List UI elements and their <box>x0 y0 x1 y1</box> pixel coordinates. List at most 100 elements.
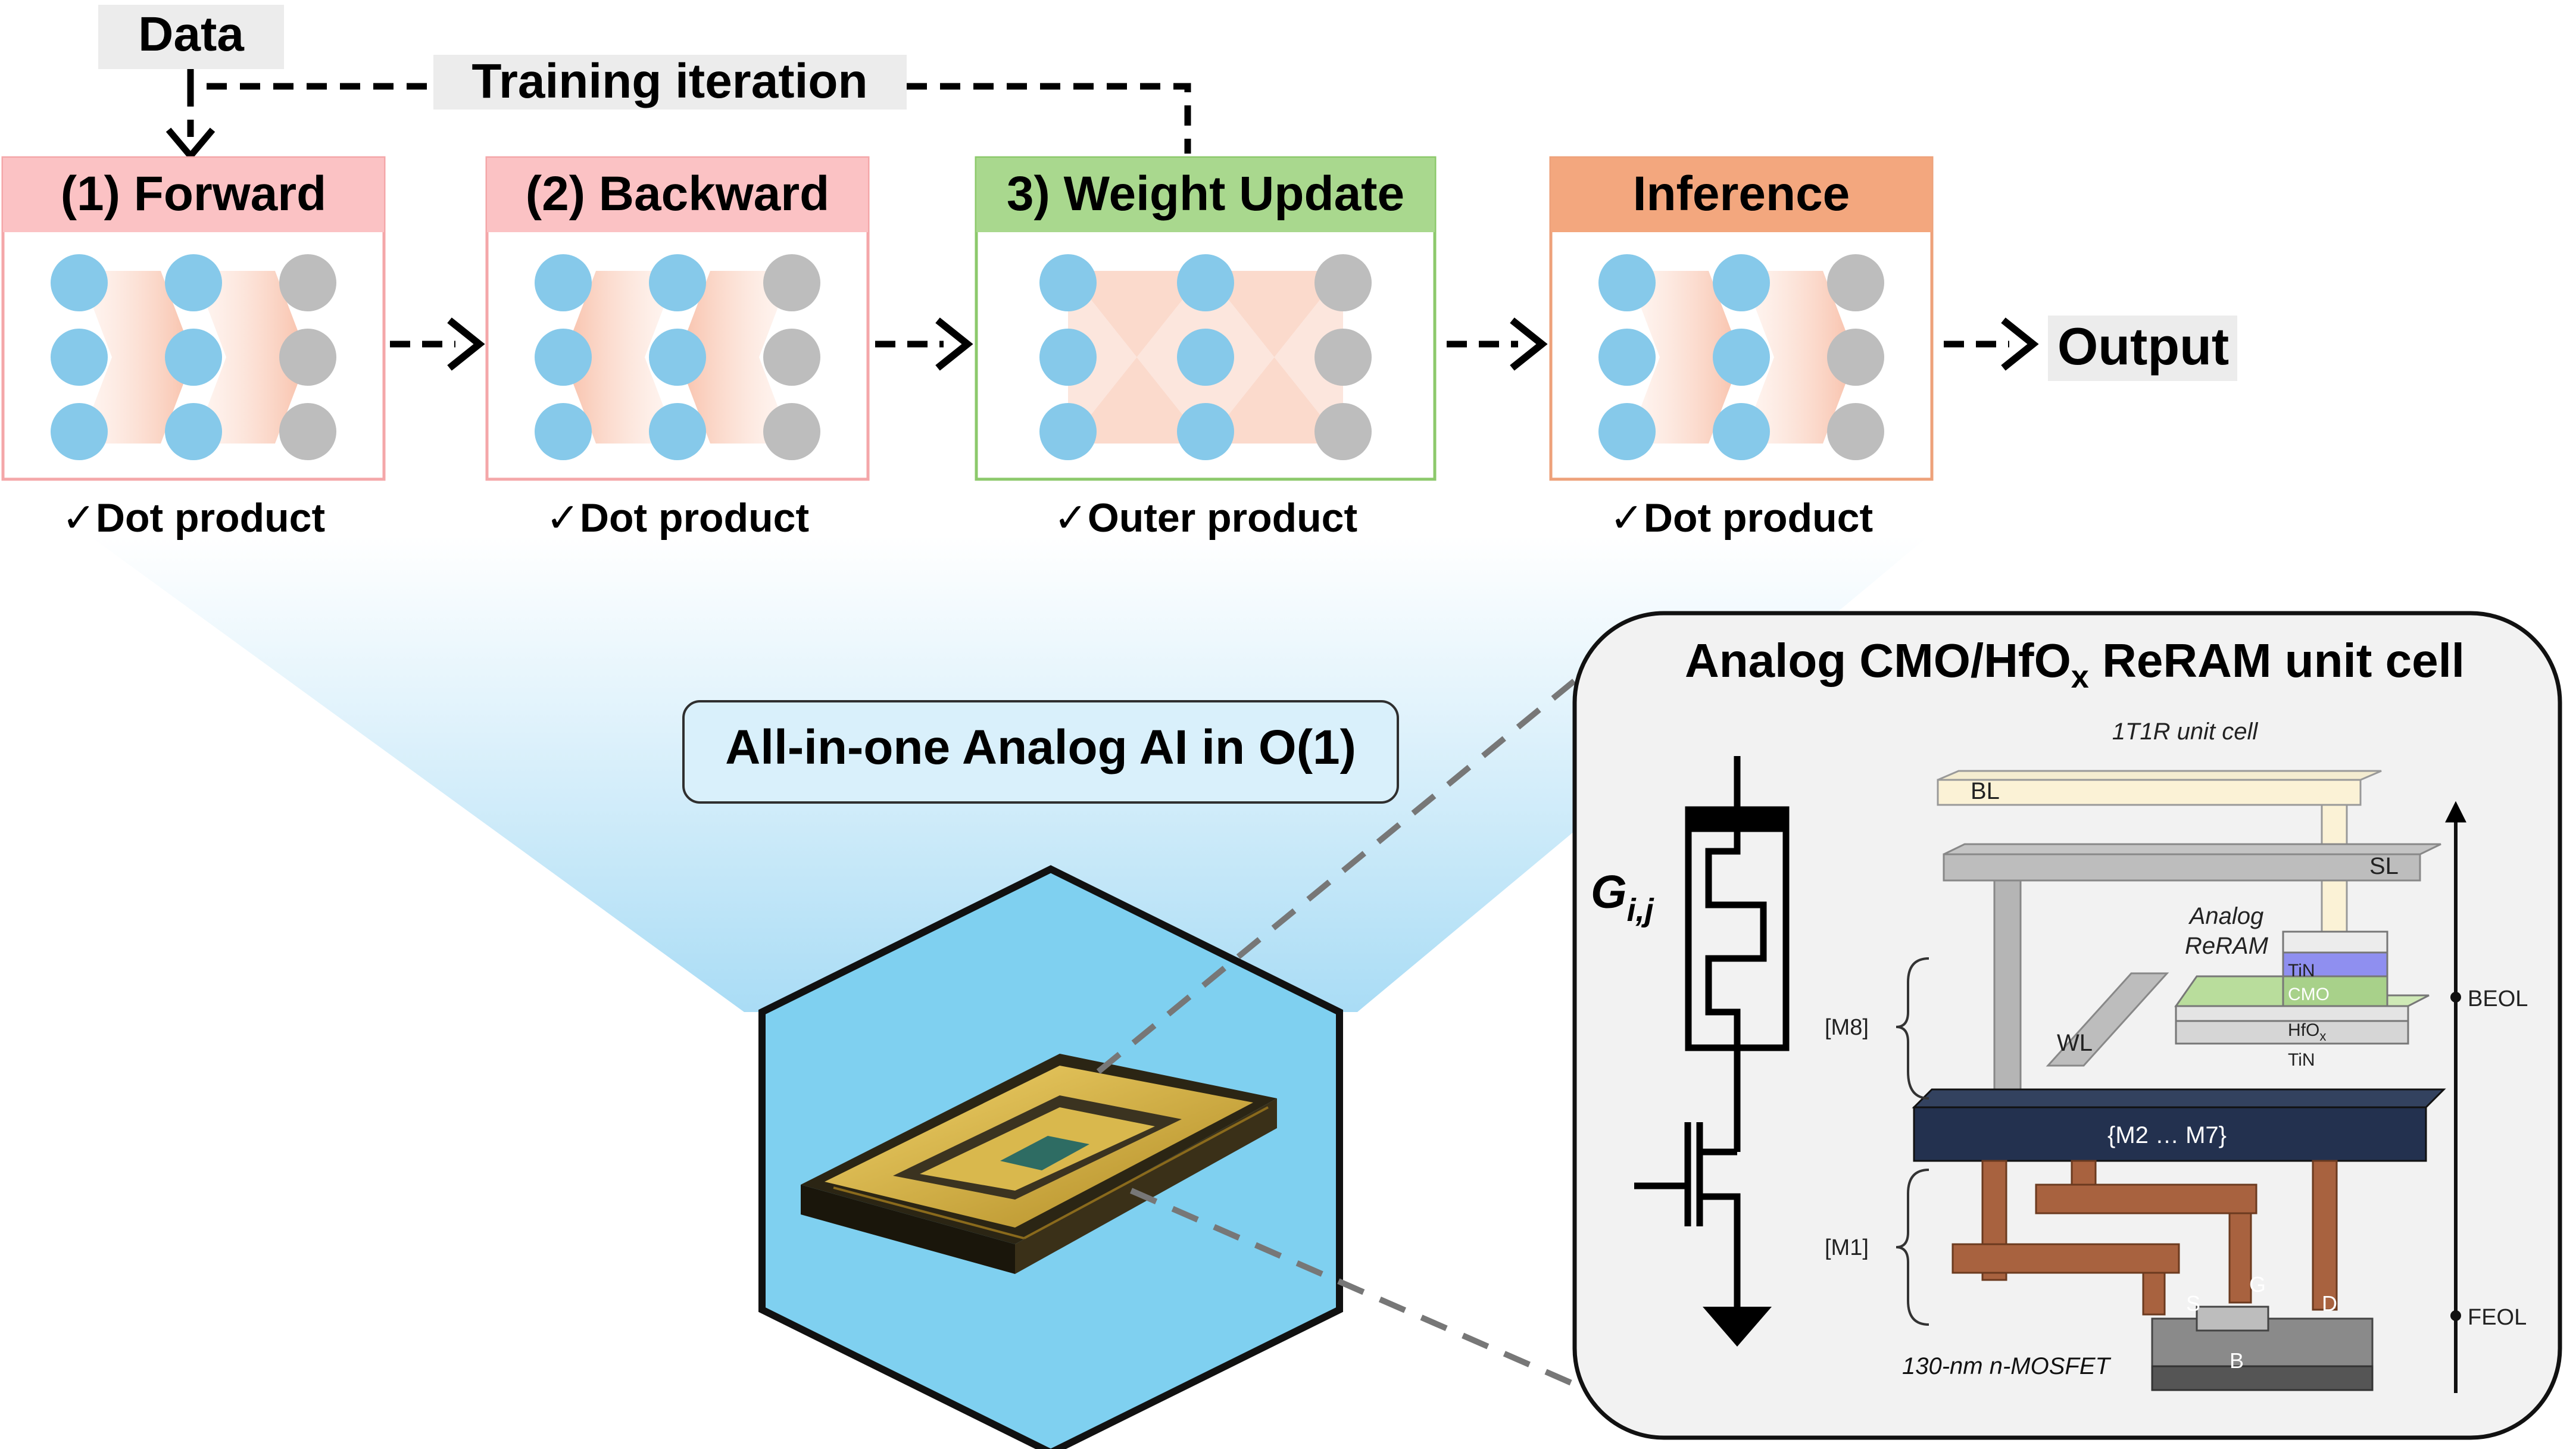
unit-cell-subtitle: 1T1R unit cell <box>2112 719 2259 745</box>
neuron-node <box>165 254 222 311</box>
neuron-node <box>51 403 108 460</box>
svg-text:SL: SL <box>2369 853 2399 879</box>
neuron-node <box>51 329 108 386</box>
output-node <box>763 329 820 386</box>
training-label-box <box>433 55 907 110</box>
stage-title: Inference <box>1633 167 1850 221</box>
flow-arrow-backward <box>677 271 792 444</box>
neuron-node <box>1177 254 1234 311</box>
neuron-node <box>165 329 222 386</box>
neuron-node <box>1177 329 1234 386</box>
flow-cross-bottom <box>1068 357 1206 444</box>
neuron-node <box>1177 403 1234 460</box>
svg-text:S: S <box>2186 1291 2200 1316</box>
output-node <box>1314 329 1372 386</box>
flow-arrow-forward <box>193 271 308 444</box>
circuit-schematic <box>1634 756 1790 1307</box>
chip-icon <box>801 1054 1277 1274</box>
svg-text:TiN: TiN <box>2288 961 2315 980</box>
neuron-node <box>1598 329 1656 386</box>
loop-arrow-head <box>166 127 216 161</box>
hfo-label: HfOx <box>2288 1020 2326 1044</box>
stage-header <box>976 158 1435 232</box>
svg-text:CMO: CMO <box>2288 985 2330 1004</box>
stage-update: 3) Weight Update ✓Outer product <box>975 156 1437 541</box>
svg-text:[M8]: [M8] <box>1825 1015 1869 1040</box>
output-node <box>279 403 336 460</box>
stage-forward: (1) Forward ✓Dot product <box>1 156 386 541</box>
stage-header <box>487 158 868 232</box>
neuron-node <box>535 403 592 460</box>
flow-cross-right <box>1136 271 1206 444</box>
stage-arrow-head <box>935 317 973 371</box>
output-node <box>1314 254 1372 311</box>
neuron-node <box>1039 329 1097 386</box>
flow-cross-bottom <box>1206 357 1343 444</box>
center-badge <box>682 700 1399 804</box>
neuron-node <box>1713 403 1770 460</box>
svg-text:{M2 … M7}: {M2 … M7} <box>2107 1122 2227 1148</box>
neuron-node <box>535 329 592 386</box>
output-node <box>279 329 336 386</box>
flow-arrow-forward <box>79 271 193 444</box>
svg-text:D: D <box>2322 1291 2337 1316</box>
stage-backward: (2) Backward✓Dot product <box>485 156 870 541</box>
stage-header <box>1551 158 1932 232</box>
neuron-node <box>51 254 108 311</box>
svg-text:WL: WL <box>2057 1030 2093 1056</box>
output-node <box>279 254 336 311</box>
neuron-node <box>649 254 706 311</box>
stage-header <box>3 158 384 232</box>
svg-text:B: B <box>2230 1348 2244 1373</box>
neuron-node <box>1598 403 1656 460</box>
svg-text:ReRAM: ReRAM <box>2185 933 2269 959</box>
stage-connectors <box>390 317 2039 371</box>
output-node <box>1314 403 1372 460</box>
stage-operation-label: ✓Dot product <box>62 495 325 541</box>
ground-arrow <box>1703 1307 1772 1347</box>
output-node <box>1827 329 1884 386</box>
svg-text:Analog: Analog <box>2188 903 2264 929</box>
center-badge-text: All-in-one Analog AI in O(1) <box>725 720 1356 775</box>
output-node <box>763 403 820 460</box>
output-node <box>1827 403 1884 460</box>
stage-operation-label: ✓Dot product <box>1610 495 1873 541</box>
stage-arrow-head <box>2001 317 2039 371</box>
neuron-node <box>1713 254 1770 311</box>
svg-text:BEOL: BEOL <box>2468 986 2528 1011</box>
svg-text:BL: BL <box>1971 778 2000 804</box>
neuron-node <box>535 254 592 311</box>
neuron-node <box>649 329 706 386</box>
svg-text:FEOL: FEOL <box>2468 1305 2527 1330</box>
output-node <box>763 254 820 311</box>
svg-text:G: G <box>2249 1272 2266 1297</box>
neuron-node <box>649 403 706 460</box>
svg-text:TiN: TiN <box>2288 1050 2315 1070</box>
stage-title: (2) Backward <box>526 167 829 221</box>
flow-arrow-backward <box>563 271 677 444</box>
output-label: Output <box>2057 317 2229 376</box>
stage-inference: Inference ✓Dot product <box>1549 156 1934 541</box>
neuron-node <box>165 403 222 460</box>
flow-cross-left <box>1206 271 1275 444</box>
zoom-line-top <box>1096 647 1616 1074</box>
conductance-label: Gi,j <box>1591 866 1654 928</box>
stage-title: 3) Weight Update <box>1007 167 1404 221</box>
stage-arrow-head <box>447 317 485 371</box>
flow-arrow-forward <box>1741 271 1856 444</box>
device-stack: BL SL TiN CMO HfOx TiN Analog ReRAM WL {… <box>1825 770 2528 1393</box>
zoom-line-bottom <box>1129 1188 1651 1420</box>
neuron-node <box>1598 254 1656 311</box>
stage-title: (1) Forward <box>61 167 326 221</box>
data-label: Data <box>138 7 245 61</box>
stage-arrow-head <box>1510 317 1548 371</box>
stage-operation-label: ✓Outer product <box>1054 495 1357 541</box>
flow-cross-top <box>1068 271 1206 357</box>
flow-cross-top <box>1206 271 1343 357</box>
flow-cross-left <box>1068 271 1137 444</box>
svg-text:[M1]: [M1] <box>1825 1235 1869 1260</box>
neuron-node <box>1039 403 1097 460</box>
data-label-box <box>98 5 284 69</box>
flow-cross-right <box>1274 271 1343 444</box>
